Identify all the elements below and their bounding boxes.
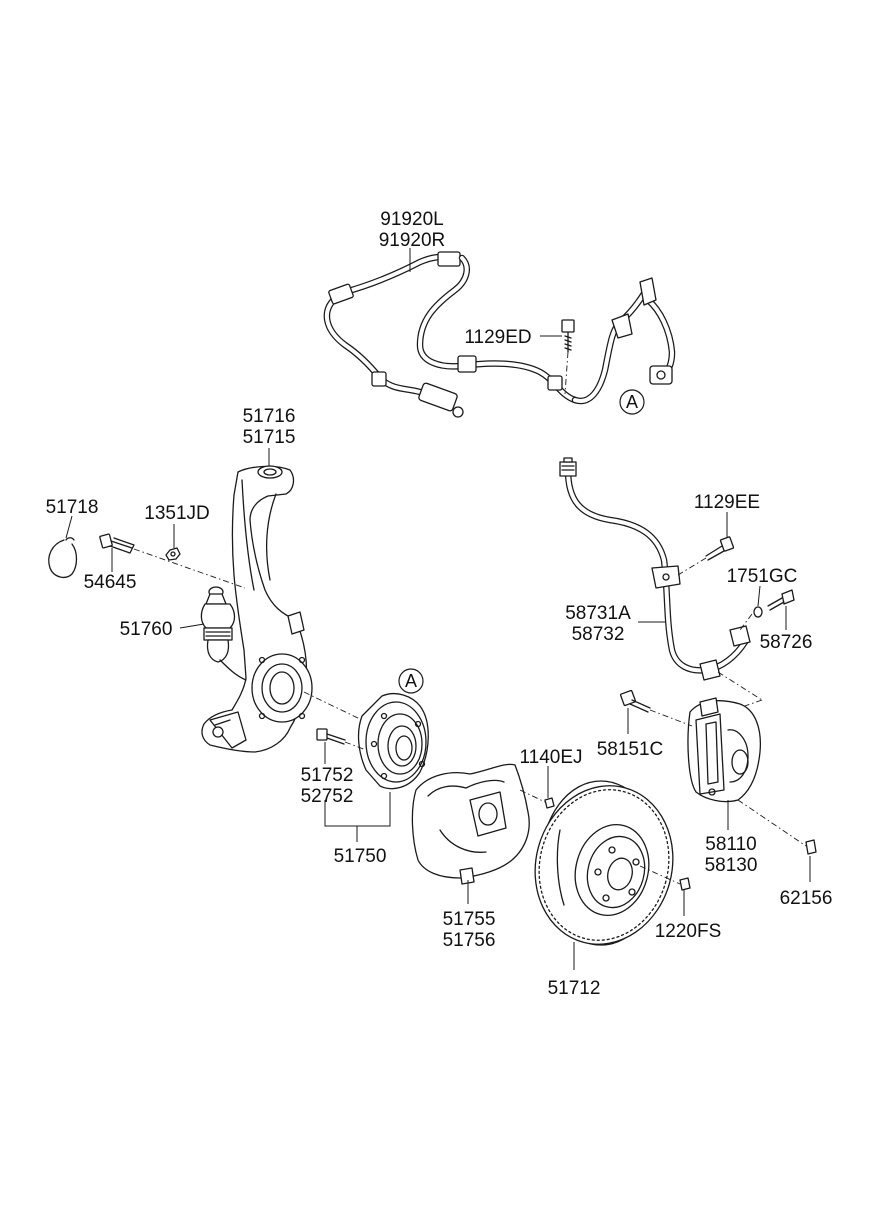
label-58732: 58732	[572, 624, 625, 645]
bolt-54645	[99, 533, 246, 589]
steering-knuckle	[201, 465, 313, 753]
dust-cover	[411, 763, 530, 885]
label-51755: 51755	[443, 909, 496, 930]
label-54645: 54645	[84, 572, 137, 593]
label-1129ED: 1129ED	[464, 327, 531, 348]
label-51760: 51760	[120, 619, 173, 640]
bolt-1129EE	[677, 536, 735, 576]
label-1751GC: 1751GC	[727, 566, 798, 587]
ball-joint	[200, 586, 247, 681]
union-bolt-58726	[739, 589, 795, 631]
brake-hose	[559, 457, 763, 719]
label-51756: 51756	[443, 930, 496, 951]
label-58731A: 58731A	[565, 603, 631, 624]
label-51712: 51712	[548, 978, 601, 999]
label-91920L: 91920L	[380, 209, 443, 230]
label-91920R: 91920R	[379, 230, 446, 251]
label-1140EJ: 1140EJ	[519, 747, 582, 768]
screw-1220FS	[639, 865, 691, 891]
callout-a-top: A	[619, 389, 645, 415]
callout-a-middle: A	[398, 668, 424, 694]
label-52752: 52752	[301, 786, 354, 807]
label-51752: 51752	[301, 765, 354, 786]
callout-a-middle-letter: A	[405, 671, 417, 691]
label-1220FS: 1220FS	[655, 921, 722, 942]
label-1351JD: 1351JD	[144, 503, 210, 524]
hub-bolt-51752	[316, 728, 367, 751]
label-58726: 58726	[760, 632, 813, 653]
label-62156: 62156	[780, 888, 833, 909]
callout-a-top-letter: A	[626, 392, 638, 412]
label-58130: 58130	[705, 855, 758, 876]
screw-1140EJ	[519, 789, 555, 809]
snap-ring	[48, 537, 78, 579]
bleeder-screw-62156	[737, 799, 817, 855]
wheel-speed-sensor-harness	[323, 251, 676, 418]
nut-1351JD	[165, 547, 181, 561]
label-51716: 51716	[243, 406, 296, 427]
brake-disc	[534, 780, 674, 946]
label-51718: 51718	[46, 497, 99, 518]
wheel-hub	[303, 691, 429, 790]
label-51750: 51750	[334, 846, 387, 867]
label-1129EE: 1129EE	[694, 492, 760, 513]
brake-caliper	[687, 697, 762, 803]
label-58110: 58110	[705, 834, 756, 855]
bolt-58151C	[619, 689, 693, 727]
leader-lines	[65, 248, 811, 970]
part-labels: 91920L 91920R 1129ED 51716 51715 51718 1…	[46, 209, 833, 999]
label-51715: 51715	[243, 427, 296, 448]
label-58151C: 58151C	[597, 739, 664, 760]
